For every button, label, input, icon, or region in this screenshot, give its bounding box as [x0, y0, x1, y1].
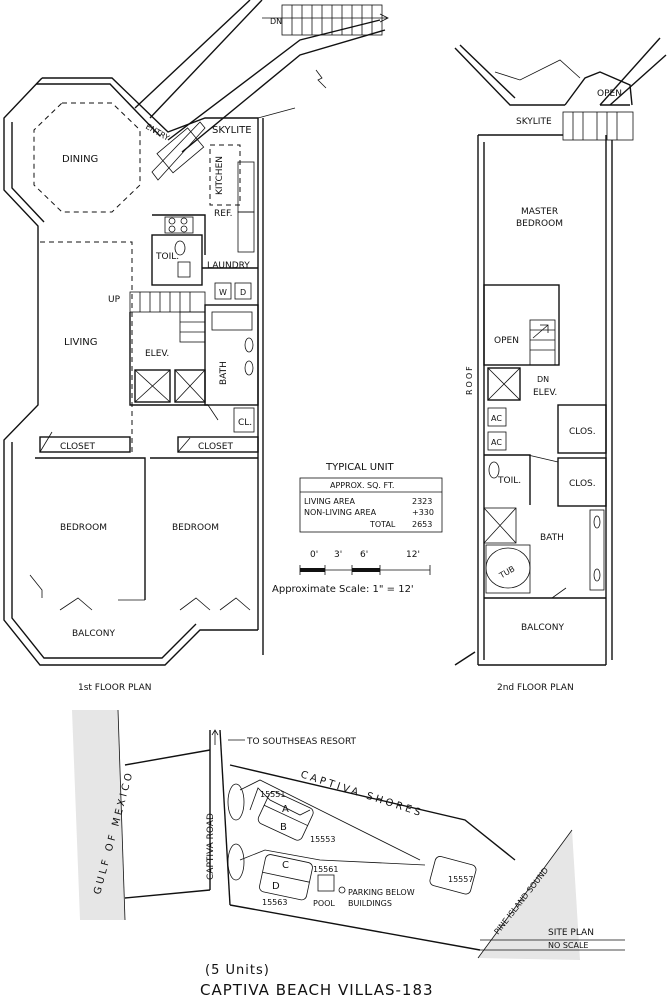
- clos-label-2: CLOS.: [569, 479, 596, 489]
- skylite-label-2f: SKYLITE: [516, 117, 552, 127]
- ref-label: REF.: [214, 209, 233, 219]
- balcony-label-2f: BALCONY: [521, 623, 564, 633]
- living-label: LIVING: [64, 337, 98, 348]
- living-area-value: 2323: [412, 497, 432, 506]
- site-plan-caption: SITE PLAN: [548, 928, 594, 938]
- sqft-header: APPROX. SQ. FT.: [330, 481, 394, 490]
- scale-tick-0: 0': [310, 550, 318, 560]
- closet-left-label: CLOSET: [60, 442, 95, 452]
- first-floor-caption: 1st FLOOR PLAN: [78, 683, 152, 693]
- bath-label-2f: BATH: [540, 533, 564, 543]
- toil-label-2f: TOIL.: [497, 476, 521, 486]
- cl-label: CL.: [238, 418, 252, 428]
- living-area-label: LIVING AREA: [304, 497, 355, 506]
- building-d-number: 15563: [262, 898, 287, 907]
- building-c-letter: C: [282, 860, 289, 871]
- second-floor-plan: [454, 37, 667, 666]
- building-e-number: 15557: [448, 875, 473, 884]
- captiva-shores-label: CAPTIVA SHORES: [299, 769, 425, 819]
- project-title: CAPTIVA BEACH VILLAS-183: [200, 981, 434, 999]
- typical-unit-title: TYPICAL UNIT: [325, 462, 395, 473]
- scale-bar: 0' 3' 6' 12' Approximate Scale: 1" = 12': [272, 550, 431, 595]
- second-floor-labels: OPEN SKYLITE MASTER BEDROOM OPEN DN ELEV…: [465, 89, 622, 693]
- roof-label: ROOF: [465, 364, 474, 395]
- up-label: UP: [108, 295, 121, 305]
- non-living-area-value: +330: [412, 508, 434, 517]
- dining-label: DINING: [62, 154, 98, 165]
- site-plan: [72, 709, 625, 960]
- parking-label-1: PARKING BELOW: [348, 888, 415, 897]
- parking-label-2: BUILDINGS: [348, 899, 392, 908]
- elev-label-1f: ELEV.: [145, 349, 169, 359]
- building-d-letter: D: [272, 881, 280, 892]
- first-floor-plan: [3, 0, 389, 666]
- clos-label-1: CLOS.: [569, 427, 596, 437]
- ac-label-2: AC: [491, 438, 502, 447]
- site-plan-subcaption: NO SCALE: [548, 941, 588, 950]
- elev-label-2f: ELEV.: [533, 388, 557, 398]
- pool-label: POOL: [313, 899, 335, 908]
- closet-right-label: CLOSET: [198, 442, 233, 452]
- scale-tick-3: 3': [334, 550, 342, 560]
- dn-label-2f: DN: [537, 375, 549, 384]
- scale-text: Approximate Scale: 1" = 12': [272, 584, 414, 595]
- open-label-2f: OPEN: [494, 336, 519, 346]
- building-b-number: 15553: [310, 835, 335, 844]
- kitchen-label: KITCHEN: [215, 156, 225, 195]
- master-label-2: BEDROOM: [516, 219, 563, 229]
- footer-title: (5 Units) CAPTIVA BEACH VILLAS-183: [200, 963, 434, 999]
- skylite-label-1f: SKYLITE: [212, 125, 252, 136]
- dryer-label: D: [240, 288, 246, 297]
- ac-label-1: AC: [491, 414, 502, 423]
- dn-label-1f: DN: [270, 17, 282, 26]
- second-floor-caption: 2nd FLOOR PLAN: [497, 683, 574, 693]
- bedroom-right-label: BEDROOM: [172, 523, 219, 533]
- total-label: TOTAL: [369, 520, 396, 529]
- total-value: 2653: [412, 520, 432, 529]
- building-a-number: 15551: [260, 790, 285, 799]
- southseas-note: TO SOUTHSEAS RESORT: [246, 737, 357, 747]
- entry-label: ENTRY: [144, 122, 171, 143]
- balcony-label-1f: BALCONY: [72, 629, 115, 639]
- washer-label: W: [219, 288, 227, 297]
- bath-label-1f: BATH: [219, 361, 229, 385]
- building-b-letter: B: [280, 822, 287, 833]
- typical-unit-table: TYPICAL UNIT APPROX. SQ. FT. LIVING AREA…: [299, 462, 443, 533]
- captiva-road-label: CAPTIVA ROAD: [206, 813, 216, 880]
- building-a-letter: A: [282, 804, 289, 815]
- bedroom-left-label: BEDROOM: [60, 523, 107, 533]
- scale-tick-6: 6': [360, 550, 368, 560]
- tub-label: TUB: [497, 564, 516, 580]
- building-c-number: 15561: [313, 865, 338, 874]
- laundry-label: LAUNDRY: [207, 261, 250, 271]
- units-count: (5 Units): [205, 963, 270, 978]
- toil-label-1f: TOIL.: [155, 252, 179, 262]
- open-label-top: OPEN: [597, 89, 622, 99]
- scale-tick-12: 12': [406, 550, 420, 560]
- non-living-area-label: NON-LIVING AREA: [304, 508, 377, 517]
- master-label-1: MASTER: [521, 207, 558, 217]
